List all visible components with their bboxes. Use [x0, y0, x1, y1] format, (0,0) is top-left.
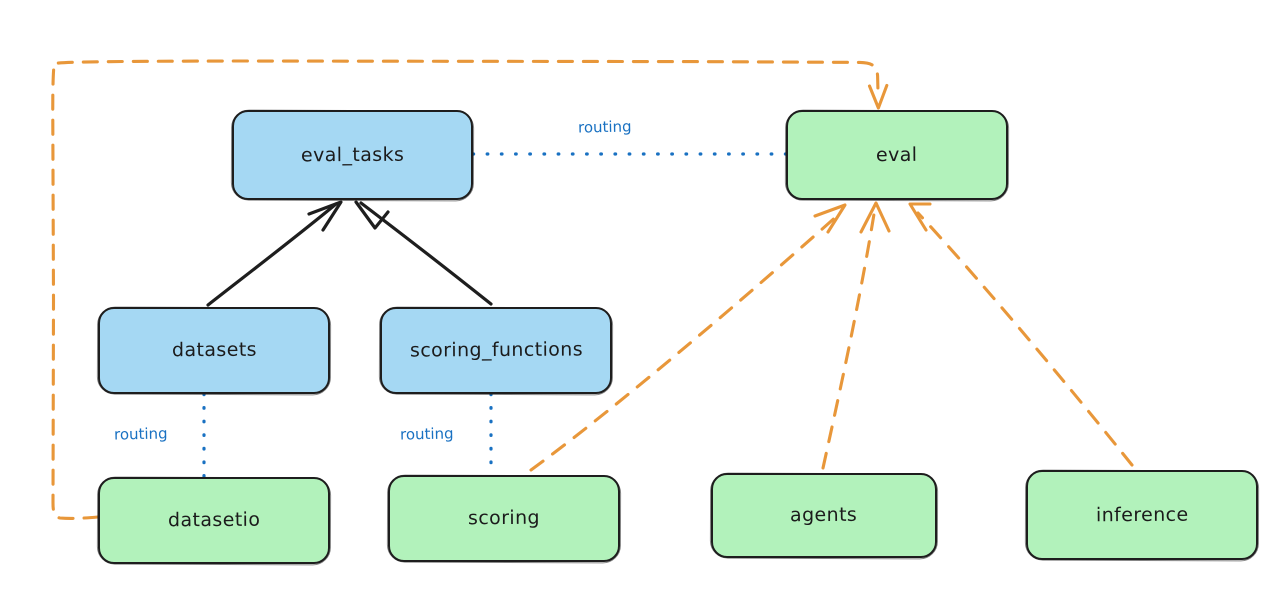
node-datasets[interactable]: datasets [98, 307, 330, 394]
edge-datasets-to-eval_tasks [206, 200, 343, 307]
node-label: inference [1095, 503, 1189, 526]
node-label: eval [876, 143, 918, 166]
edge-label-routing-eval-tasks-eval: routing [577, 117, 632, 137]
node-agents[interactable]: agents [711, 473, 937, 558]
node-label: scoring [467, 506, 541, 530]
node-scoring-functions[interactable]: scoring_functions [380, 307, 612, 394]
node-datasetio[interactable]: datasetio [98, 477, 330, 564]
node-label: scoring_functions [409, 338, 583, 362]
edge-scoring_functions-to-eval_tasks [354, 200, 493, 306]
node-scoring[interactable]: scoring [388, 475, 620, 562]
node-label: datasetio [167, 508, 261, 532]
node-eval[interactable]: eval [786, 110, 1008, 200]
node-inference[interactable]: inference [1026, 470, 1258, 560]
edge-inference-to-eval [908, 202, 1134, 467]
node-label: eval_tasks [300, 143, 405, 166]
node-label: datasets [171, 338, 257, 362]
edge-datasetio-to-eval [51, 59, 889, 520]
node-label: agents [790, 503, 858, 527]
edge-agents-to-eval [821, 201, 891, 470]
node-eval-tasks[interactable]: eval_tasks [232, 110, 473, 200]
edge-label-routing-scoring-functions-scoring: routing [399, 424, 454, 444]
edge-label-routing-datasets-datasetio: routing [113, 424, 168, 444]
edge-scoring-to-eval [529, 203, 847, 472]
